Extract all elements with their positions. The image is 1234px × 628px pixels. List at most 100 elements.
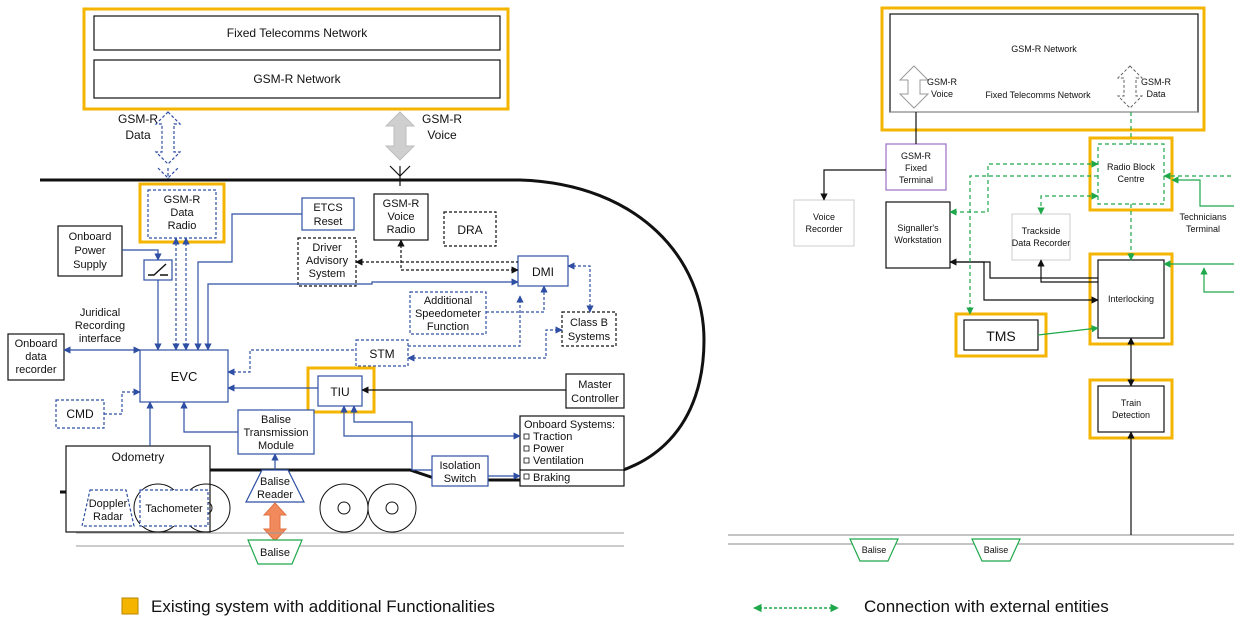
gsmr-data-radio-box — [147, 189, 217, 239]
voice-radio-to-dmi-link — [397, 239, 519, 274]
voice-antenna-icon — [389, 165, 411, 186]
power-to-switch-link — [122, 249, 162, 261]
right-voice-label-2: Voice — [931, 89, 953, 99]
wheel-3-hub — [337, 501, 351, 515]
legend-connection-label: Connection with external entities — [864, 597, 1109, 616]
dmi-to-classb-link — [567, 262, 594, 313]
voice-radio-label-1: GSM-R — [383, 198, 420, 210]
tiu-to-isolation-link — [350, 405, 432, 471]
isolation-switch-box — [431, 455, 489, 487]
balise-reader-shape — [245, 469, 305, 503]
fixed-terminal-label-2: Fixed — [905, 163, 927, 173]
asf-label-2: Speedometer — [415, 308, 481, 320]
tms-label: TMS — [986, 328, 1016, 344]
onboard-system-power: Power — [533, 443, 565, 455]
voice-radio-box — [373, 193, 429, 241]
tms-highlight — [954, 312, 1048, 358]
rbc-to-signaller-link — [949, 160, 1099, 216]
tachometer-box — [139, 489, 209, 527]
right-voice-label-1: GSM-R — [927, 77, 957, 87]
class-b-label-2: Systems — [568, 331, 611, 343]
wheel-4-hub — [385, 501, 399, 515]
fixed-network-box — [93, 15, 501, 51]
gsmr-voice-link-arrow — [384, 111, 416, 161]
tachometer-label: Tachometer — [145, 503, 203, 515]
cmd-box — [55, 399, 105, 429]
doppler-radar-shape — [81, 489, 135, 527]
rbc-to-tms-link — [966, 175, 1098, 315]
evc-to-dmi-link — [204, 278, 519, 351]
etcs-reset-label-1: ETCS — [313, 202, 342, 214]
balise-reader-label-1: Balise — [260, 476, 290, 488]
onboard-system-traction: Traction — [533, 431, 572, 443]
power-bullet-icon — [523, 445, 530, 452]
jri-label-3: interface — [79, 333, 121, 345]
rbc-to-technicians-link-2 — [1171, 176, 1234, 207]
tms-box — [963, 319, 1039, 351]
stm-to-classb-link — [407, 326, 563, 362]
technicians-label-2: Terminal — [1186, 224, 1220, 234]
interlocking-label: Interlocking — [1108, 294, 1154, 304]
signaller-label-2: Workstation — [894, 235, 941, 245]
balise-air-gap-arrow — [262, 502, 288, 542]
power-supply-box — [57, 225, 123, 277]
right-gsmr-network-label: GSM-R Network — [1011, 44, 1077, 54]
data-radio-highlight — [138, 182, 226, 244]
btm-label-3: Module — [258, 440, 294, 452]
onboard-systems-box — [519, 415, 625, 487]
ventilation-bullet-icon — [523, 457, 530, 464]
stm-label: STM — [369, 347, 394, 361]
btm-label-2: Transmission — [244, 427, 309, 439]
tms-to-interlocking-link — [1037, 325, 1099, 336]
braking-bullet-icon — [523, 473, 530, 480]
signaller-to-interlocking-link — [950, 261, 1099, 304]
left-balise-shape — [247, 539, 303, 565]
class-b-label-1: Class B — [570, 317, 608, 329]
gsmr-data-label-1: GSM-R — [118, 112, 158, 126]
asf-label-1: Additional — [424, 295, 472, 307]
switch-icon — [148, 263, 168, 276]
master-controller-label-2: Controller — [571, 393, 619, 405]
power-supply-label-3: Supply — [73, 259, 107, 271]
doppler-label-2: Radar — [93, 511, 123, 523]
gsmr-network-box — [93, 59, 501, 99]
gsmr-data-link-arrow — [154, 111, 182, 165]
legend-highlight-swatch — [121, 597, 139, 615]
voice-recorder-label-1: Voice — [813, 212, 835, 222]
doppler-label-1: Doppler — [89, 498, 128, 510]
data-antenna-icon — [157, 167, 179, 184]
legend: Existing system with additional Function… — [121, 597, 1109, 616]
onboard-connectors — [63, 213, 594, 480]
technicians-label-1: Technicians — [1179, 212, 1227, 222]
trackside-architecture: GSM-R Network Fixed Telecomms Network GS… — [728, 6, 1234, 562]
right-gsmr-network-box — [889, 13, 1199, 113]
data-radio-label-1: GSM-R — [164, 194, 201, 206]
btm-to-evc-link — [180, 401, 238, 433]
tiu-label: TIU — [330, 385, 349, 399]
signaller-label-1: Signaller's — [897, 223, 939, 233]
train-detection-box — [1097, 385, 1165, 433]
tiu-box — [317, 375, 363, 407]
rbc-label-2: Centre — [1117, 174, 1144, 184]
wheel-3 — [319, 483, 369, 533]
train-detection-label-1: Train — [1121, 398, 1141, 408]
etcs-reset-box — [301, 197, 355, 231]
right-fixed-network-label: Fixed Telecomms Network — [985, 90, 1091, 100]
fixed-terminal-box — [885, 143, 947, 191]
reset-to-evc-link — [194, 213, 302, 351]
onboard-recorder-box — [7, 333, 65, 381]
evc-label: EVC — [171, 369, 198, 384]
right-network-highlight — [880, 6, 1206, 132]
fixed-network-label: Fixed Telecomms Network — [227, 26, 368, 40]
jri-label-2: Recording — [75, 320, 125, 332]
right-data-label-2: Data — [1146, 89, 1165, 99]
right-data-link-arrow — [1116, 65, 1144, 109]
dmi-label: DMI — [532, 265, 554, 279]
rbc-to-trackside-recorder-link — [1037, 192, 1099, 215]
power-supply-label-2: Power — [74, 245, 106, 257]
rbc-box — [1097, 143, 1165, 205]
gsmr-data-label-2: Data — [125, 128, 151, 142]
traction-bullet-icon — [523, 433, 530, 440]
jri-label-1: Juridical — [80, 307, 120, 319]
right-balise-1-label: Balise — [862, 545, 887, 555]
